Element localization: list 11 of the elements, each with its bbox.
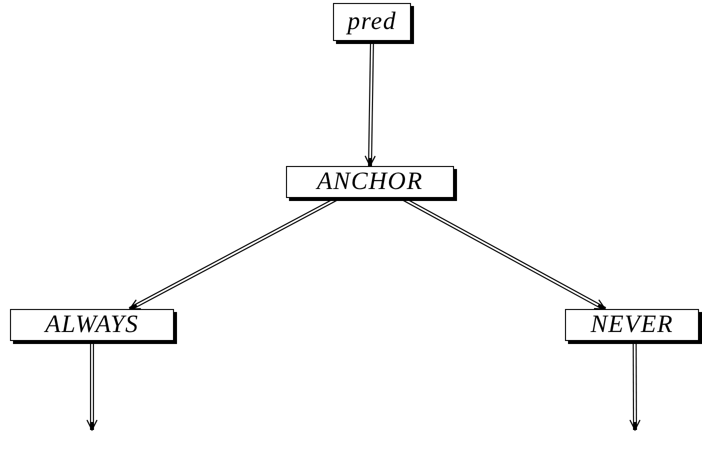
double-arrow xyxy=(364,42,376,167)
shadowed-box xyxy=(286,166,454,198)
double-arrow xyxy=(629,342,641,431)
shadowed-box xyxy=(565,309,699,341)
node-label: pred xyxy=(348,8,396,36)
shadowed-box xyxy=(333,3,411,41)
double-arrow xyxy=(86,342,98,431)
node-label: NEVER xyxy=(590,311,674,339)
shadowed-box xyxy=(10,309,174,341)
node-label: ALWAYS xyxy=(45,311,139,339)
node-label: ANCHOR xyxy=(317,168,423,196)
